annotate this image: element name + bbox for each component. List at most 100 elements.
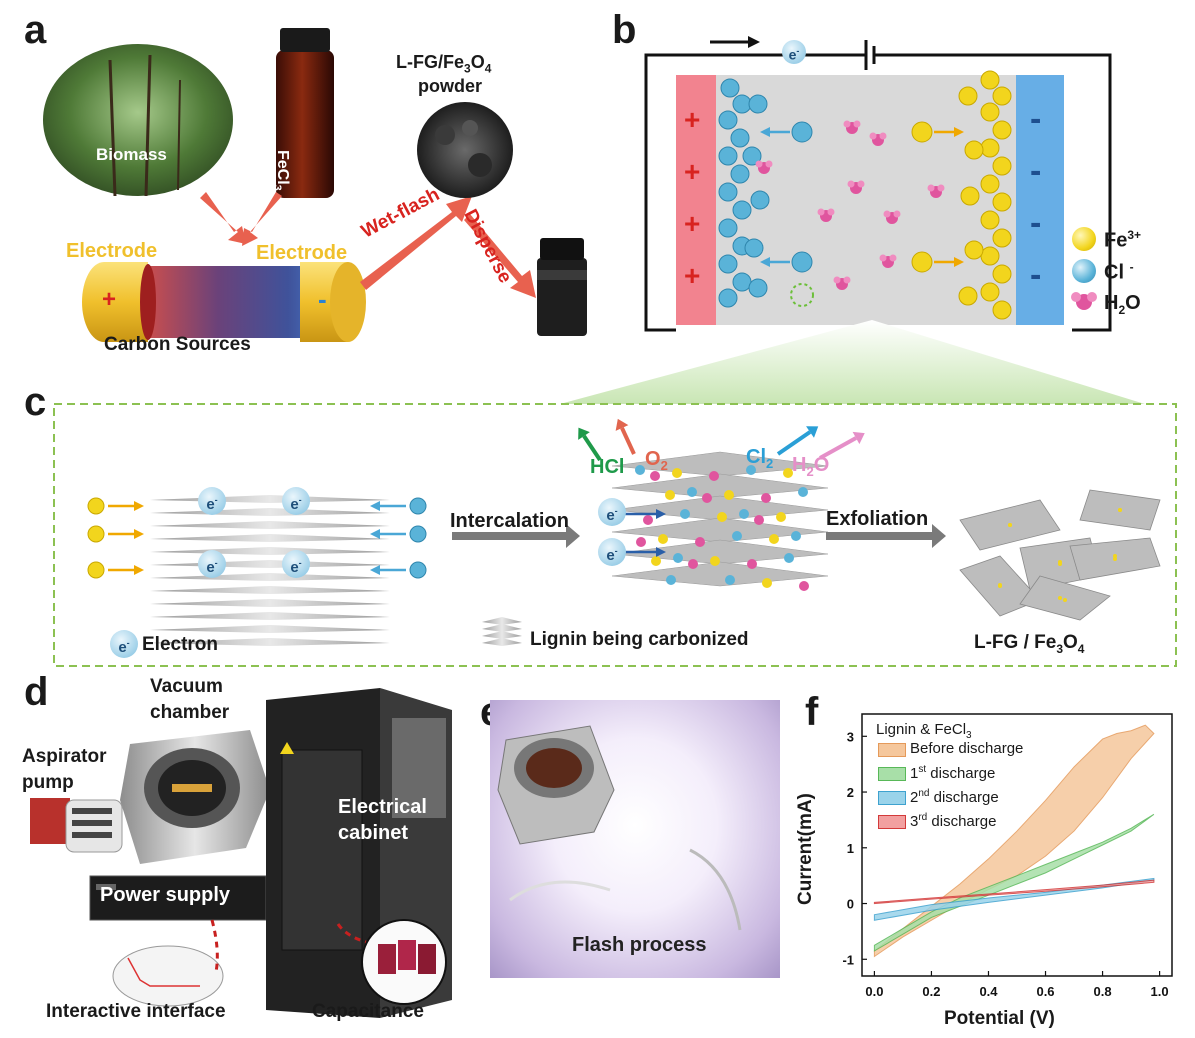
powder-label: L-FG/Fe3O4 [396, 52, 492, 76]
panel-letter-f: f [805, 690, 819, 734]
biomass-image [43, 44, 233, 196]
intercalated-ion [665, 490, 675, 500]
panel-c-graphics [53, 320, 1177, 667]
panel-c-frame [53, 403, 1177, 667]
b-minus-4: - [1030, 256, 1042, 294]
h2o-h-atom [857, 180, 865, 188]
intercalated-ion [717, 512, 727, 522]
electron-icon: e- [282, 487, 310, 515]
fe3o4-dot [1113, 557, 1117, 561]
panel-letter-b: b [612, 8, 637, 52]
intercalated-ion [776, 512, 786, 522]
lignin-sheet [150, 521, 390, 529]
h2o-h-atom [843, 276, 851, 284]
intercalated-ion [651, 556, 661, 566]
cl-ion-moving [791, 121, 813, 143]
lignin-sheet [150, 534, 390, 542]
legend-h2o-label: H2O [1104, 292, 1141, 317]
electron-icon: e- [282, 550, 310, 578]
intercalated-ion [725, 575, 735, 585]
cl-arrowhead [370, 529, 380, 539]
intercalated-ion [702, 493, 712, 503]
electron-icon: e- [598, 538, 626, 566]
electrical-cabinet-label-1: Electrical [338, 796, 427, 818]
lignin-sheet [482, 631, 522, 639]
fe-ion [992, 264, 1012, 284]
electron-legend-label: Electron [142, 634, 219, 655]
cl-ion [718, 110, 738, 130]
h2o-h-atom [833, 276, 841, 284]
gas-arrowhead [852, 431, 865, 445]
cl-ion [748, 278, 768, 298]
y-tick-label: -1 [842, 952, 854, 967]
intercalated-ion [673, 553, 683, 563]
aspirator-pump-image [30, 798, 70, 844]
lignin-sheet [150, 547, 390, 555]
h2o-h-atom [879, 132, 887, 140]
legend-swatch-4 [878, 815, 906, 829]
intercalated-sheet [611, 539, 829, 565]
fe3o4-dot [1058, 562, 1062, 566]
product-label: L-FG / Fe3O4 [974, 632, 1085, 656]
h2o-h-atom [927, 184, 935, 192]
fe-ion [992, 300, 1012, 320]
intercalated-ion [754, 515, 764, 525]
fe3o4-dot [1058, 596, 1062, 600]
hcl-label: HCl [590, 456, 625, 478]
aspirator-pump-label-2: pump [22, 772, 74, 793]
flash-process-label: Flash process [572, 934, 707, 956]
vacuum-chamber-label-2: chamber [150, 702, 230, 723]
fe3o4-dot [1118, 508, 1122, 512]
h2o-h-atom [843, 120, 851, 128]
fe-arrowhead [134, 529, 144, 539]
b-plus-2: + [684, 156, 701, 187]
fe-ion [992, 86, 1012, 106]
intercalated-ion [783, 468, 793, 478]
legend-label-4: 3rd discharge [910, 812, 997, 830]
x-tick-label: 0.4 [979, 984, 998, 999]
h2o-h-atom [893, 210, 901, 218]
intercalated-ion [688, 559, 698, 569]
x-tick-label: 0.2 [922, 984, 940, 999]
h2o-h-atom [883, 210, 891, 218]
fe-ion [980, 282, 1000, 302]
x-tick-label: 0.0 [865, 984, 883, 999]
cl-ion [718, 146, 738, 166]
fe-arrowhead [954, 257, 964, 267]
electrode-minus: - [318, 284, 327, 314]
fe-ion [87, 497, 105, 515]
lignin-sheet [150, 625, 390, 633]
intercalated-ion [798, 487, 808, 497]
legend-h2o-swatch [1071, 292, 1097, 310]
fe-ion [992, 120, 1012, 140]
legend-label-1: Before discharge [910, 740, 1024, 757]
cl2-label: Cl2 [746, 446, 774, 471]
fe-arrowhead [134, 501, 144, 511]
intercalated-ion [769, 534, 779, 544]
zoom-cone [560, 320, 1145, 404]
intercalated-ion [680, 509, 690, 519]
circuit-electron: e- [782, 40, 806, 64]
exfoliation-arrow [826, 524, 946, 548]
fe-ion [992, 192, 1012, 212]
intercalated-ion [747, 559, 757, 569]
b-plus-3: + [684, 208, 701, 239]
legend-fe-swatch [1072, 227, 1096, 251]
cl-ion [718, 182, 738, 202]
b-plus-4: + [684, 260, 701, 291]
flash-process-graphics [497, 725, 742, 931]
fe-ion [958, 86, 978, 106]
lignin-sheet [150, 612, 390, 620]
intercalated-ion [761, 493, 771, 503]
h2o-h-atom [817, 208, 825, 216]
y-tick-label: 3 [847, 729, 854, 744]
electrode-left-label: Electrode [66, 240, 158, 262]
fe3o4-dot [998, 584, 1002, 588]
legend-swatch-3 [878, 791, 906, 805]
fe-ion [958, 286, 978, 306]
interactive-interface-label: Interactive interface [46, 1001, 226, 1022]
fe-ion [87, 561, 105, 579]
lignin-sheet [150, 560, 390, 568]
cl-ion-moving [791, 251, 813, 273]
